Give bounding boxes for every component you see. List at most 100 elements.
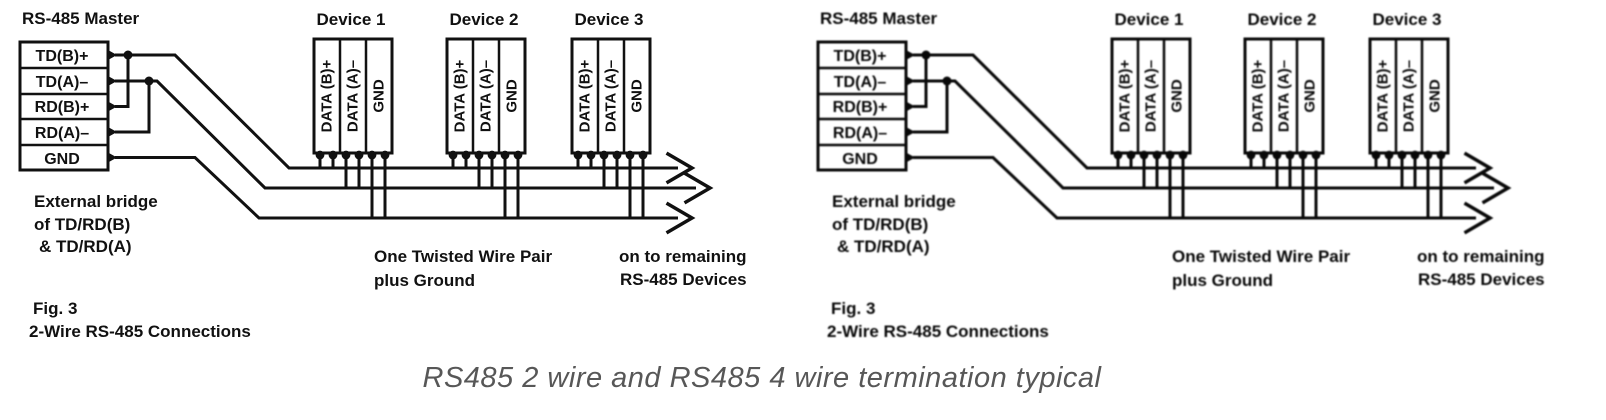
terminal-dot bbox=[1139, 150, 1149, 160]
master-pin-nub bbox=[108, 152, 117, 163]
device-3-terminal-a: DATA (A)– bbox=[1401, 60, 1418, 132]
fig-number: Fig. 3 bbox=[33, 299, 77, 318]
master-terminal-gnd: GND bbox=[44, 151, 80, 168]
bridge-wire-b bbox=[115, 55, 130, 108]
continuation-line2: RS-485 Devices bbox=[1418, 270, 1545, 289]
device-1-terminal-a: DATA (A)– bbox=[345, 60, 362, 132]
master-pin-nub bbox=[108, 76, 117, 86]
master-terminal-tdb: TD(B)+ bbox=[834, 48, 887, 65]
terminal-dot bbox=[315, 150, 325, 160]
device-1-label: Device 1 bbox=[1115, 10, 1184, 29]
bridge-wire-a bbox=[913, 81, 949, 134]
device-3-terminal-gnd: GND bbox=[1427, 79, 1444, 113]
arrow-data-a bbox=[1481, 171, 1512, 205]
arrow-data-a bbox=[683, 171, 714, 205]
device-3-terminal-a: DATA (A)– bbox=[603, 60, 620, 132]
device-3-box bbox=[570, 37, 652, 155]
terminal-dot bbox=[380, 150, 390, 160]
device-1-terminal-gnd: GND bbox=[1169, 79, 1186, 113]
device-2-box bbox=[445, 37, 527, 155]
terminal-dot bbox=[599, 150, 609, 160]
device-1-terminal-b: DATA (B)+ bbox=[1117, 59, 1134, 132]
terminal-dot bbox=[1272, 150, 1282, 160]
terminal-dot bbox=[625, 150, 635, 160]
twisted-pair-line1: One Twisted Wire Pair bbox=[1172, 247, 1350, 266]
terminal-dot bbox=[1178, 150, 1188, 160]
continuation-line1: on to remaining bbox=[1417, 247, 1545, 266]
master-pin-nub bbox=[906, 152, 915, 163]
device-2-terminal-b: DATA (B)+ bbox=[1250, 59, 1267, 132]
device-2-terminal-a: DATA (A)– bbox=[478, 60, 495, 132]
external-bridge-line3: & TD/RD(A) bbox=[39, 237, 132, 256]
device-2-label: Device 2 bbox=[1248, 10, 1317, 29]
master-title: RS-485 Master bbox=[820, 9, 938, 28]
external-bridge-line2: of TD/RD(B) bbox=[832, 215, 928, 234]
terminal-dot bbox=[474, 150, 484, 160]
master-terminal-tda: TD(A)– bbox=[36, 74, 89, 91]
external-bridge-note: External bridge of TD/RD(B) & TD/RD(A) bbox=[832, 192, 956, 256]
device-3-box bbox=[1368, 37, 1450, 155]
terminal-dot bbox=[367, 150, 377, 160]
continuation-note: on to remaining RS-485 Devices bbox=[619, 247, 747, 289]
master-terminal-tdb: TD(B)+ bbox=[36, 48, 89, 65]
twisted-pair-note: One Twisted Wire Pair plus Ground bbox=[1172, 247, 1350, 290]
terminal-dot bbox=[1371, 150, 1381, 160]
master-terminal-rdb: RD(B)+ bbox=[833, 99, 888, 116]
terminal-dot bbox=[341, 150, 351, 160]
terminal-dot bbox=[1384, 150, 1394, 160]
master-pin-nub bbox=[906, 50, 915, 60]
terminal-dot bbox=[1397, 150, 1407, 160]
master-terminal-tda: TD(A)– bbox=[834, 74, 887, 91]
device-2: Device 2 DATA (B)+ DATA (A)– GND bbox=[445, 10, 527, 218]
device-1-box bbox=[1110, 37, 1192, 155]
external-bridge-note: External bridge of TD/RD(B) & TD/RD(A) bbox=[34, 192, 158, 256]
device-1-terminal-a: DATA (A)– bbox=[1143, 60, 1160, 132]
device-3-terminal-b: DATA (B)+ bbox=[1375, 59, 1392, 132]
continuation-line1: on to remaining bbox=[619, 247, 747, 266]
master-pin-nub bbox=[108, 50, 117, 60]
arrow-data-b bbox=[665, 151, 696, 185]
figure-label: Fig. 3 2-Wire RS-485 Connections bbox=[827, 299, 1049, 341]
twisted-pair-note: One Twisted Wire Pair plus Ground bbox=[374, 247, 552, 290]
terminal-dot bbox=[1246, 150, 1256, 160]
device-1-label: Device 1 bbox=[317, 10, 386, 29]
device-3-label: Device 3 bbox=[575, 10, 644, 29]
terminal-dot bbox=[461, 150, 471, 160]
device-3: Device 3 DATA (B)+ DATA (A)– GND bbox=[1368, 10, 1450, 218]
continuation-line2: RS-485 Devices bbox=[620, 270, 747, 289]
master-pin-nub bbox=[108, 101, 117, 112]
device-1: Device 1 DATA (B)+ DATA (A)– GND bbox=[312, 10, 394, 218]
twisted-pair-line1: One Twisted Wire Pair bbox=[374, 247, 552, 266]
master-terminal-rda: RD(A)– bbox=[833, 125, 887, 142]
twisted-pair-line2: plus Ground bbox=[1172, 271, 1273, 290]
terminal-dot bbox=[1259, 150, 1269, 160]
arrow-data-b bbox=[1463, 151, 1494, 185]
arrow-gnd bbox=[1463, 201, 1494, 235]
fig-number: Fig. 3 bbox=[831, 299, 875, 318]
figure-caption: RS485 2 wire and RS485 4 wire terminatio… bbox=[422, 362, 1102, 394]
master-terminal-gnd: GND bbox=[842, 151, 878, 168]
device-3-terminal-gnd: GND bbox=[629, 79, 646, 113]
terminal-dot bbox=[1410, 150, 1420, 160]
bridge-wire-b bbox=[913, 55, 928, 108]
master-pin-nub bbox=[108, 127, 117, 137]
wire-gnd-bus bbox=[913, 156, 1476, 220]
master-pin-nub bbox=[906, 76, 915, 86]
fig-title: 2-Wire RS-485 Connections bbox=[827, 322, 1049, 341]
external-bridge-line1: External bridge bbox=[34, 192, 158, 211]
device-2-label: Device 2 bbox=[450, 10, 519, 29]
figure-label: Fig. 3 2-Wire RS-485 Connections bbox=[29, 299, 251, 341]
terminal-dot bbox=[513, 150, 523, 160]
arrow-gnd bbox=[665, 201, 696, 235]
device-1-terminal-gnd: GND bbox=[371, 79, 388, 113]
master-terminal-rda: RD(A)– bbox=[35, 125, 89, 142]
master-pin-nub bbox=[906, 127, 915, 137]
device-1-terminal-b: DATA (B)+ bbox=[319, 59, 336, 132]
device-3: Device 3 DATA (B)+ DATA (A)– GND bbox=[570, 10, 652, 218]
terminal-dot bbox=[1285, 150, 1295, 160]
terminal-dot bbox=[1113, 150, 1123, 160]
terminal-dot bbox=[638, 150, 648, 160]
terminal-dot bbox=[328, 150, 338, 160]
terminal-dot bbox=[1126, 150, 1136, 160]
